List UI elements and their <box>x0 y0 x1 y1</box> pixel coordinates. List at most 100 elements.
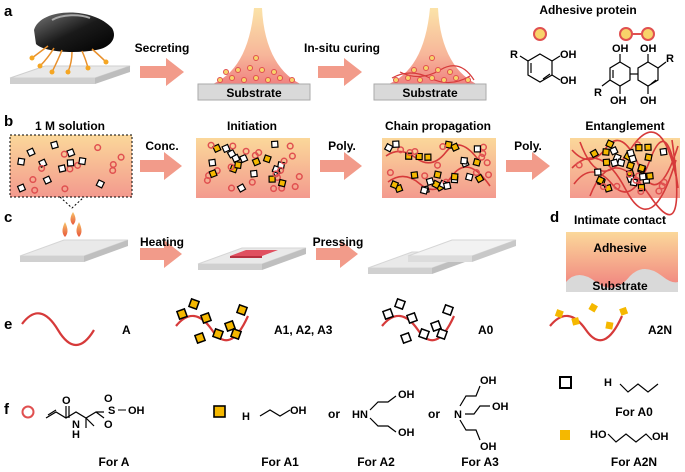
crosslinker-square <box>17 157 26 166</box>
panel-label-f: f <box>4 401 10 418</box>
legend-A1A2A3: A1, A2, A3 <box>175 297 333 345</box>
crosslinker-square <box>415 152 423 161</box>
arrow-conc: Conc. <box>140 139 182 180</box>
panel-label-b: b <box>4 113 13 130</box>
crosslinker-square <box>95 179 106 189</box>
slide-1 <box>19 239 129 262</box>
adhesive-label: Adhesive <box>593 241 647 255</box>
monomer-circle <box>227 184 236 192</box>
panel-label-a: a <box>4 3 13 20</box>
crosslinker-square <box>659 147 668 156</box>
initiation-label: Initiation <box>227 119 277 133</box>
chem-hn-a2: HN <box>352 409 368 421</box>
monomer-circle <box>94 144 102 152</box>
crosslinker-square <box>389 180 400 190</box>
solution-label: 1 M solution <box>35 119 105 133</box>
crosslinker-square <box>405 152 413 160</box>
side-group-square <box>229 327 243 341</box>
monomer-circle <box>109 160 117 169</box>
crosslinker-square <box>66 148 76 158</box>
intimate-contact-title: Intimate contact <box>574 213 666 227</box>
label-a: A <box>122 323 131 337</box>
monomer-circle <box>433 161 442 169</box>
dicatechol-structure <box>601 54 667 94</box>
crosslinker-square <box>433 170 442 179</box>
chem-ho-a2n: HO <box>590 429 607 441</box>
side-group-square <box>193 331 207 345</box>
monomer-circle <box>295 173 303 181</box>
monomer-circle <box>255 149 263 157</box>
chem-oh-a3c: OH <box>480 441 497 453</box>
crosslinker-square <box>473 145 481 153</box>
polymer-chain-icon <box>21 312 95 347</box>
chem-h2n-a0: H <box>604 377 612 389</box>
crosslinker-square <box>16 183 27 193</box>
crosslinker-square <box>392 140 400 148</box>
secreted-adhesive-1: Substrate <box>197 8 311 101</box>
chem-oh-a3b: OH <box>492 401 509 413</box>
chem-oh-a3a: OH <box>480 375 497 387</box>
chem-o-a2: O <box>104 393 113 405</box>
monomer-circle <box>31 186 39 194</box>
crosslinker-square <box>472 157 482 167</box>
side-group-square <box>235 303 249 317</box>
side-group-square <box>405 311 419 325</box>
monomer-circle <box>272 170 280 178</box>
chem-h2n-a1: H <box>242 411 250 423</box>
monomer-circle <box>117 153 125 161</box>
crosslinker-square <box>635 144 643 152</box>
intimate-contact-diagram: Intimate contact Adhesive Substrate <box>566 213 678 293</box>
chem-oh-a: OH <box>128 405 145 417</box>
substrate-label-d: Substrate <box>592 279 648 293</box>
monomer-circle <box>478 153 486 161</box>
chem-oh-1: OH <box>560 49 577 61</box>
chem-oh-6: OH <box>640 95 657 107</box>
monomer-circle <box>575 161 583 169</box>
crosslinker-square <box>226 148 237 159</box>
crosslinker-square <box>262 154 272 164</box>
side-group-square <box>429 319 443 333</box>
for-a2-label: For A2 <box>357 455 395 469</box>
monomer-circle <box>291 183 299 191</box>
chem-oh-2: OH <box>560 75 577 87</box>
monomer-circle <box>229 142 237 150</box>
monomer-circle <box>406 148 414 157</box>
arrow-pressing: Pressing <box>313 235 363 268</box>
initiation-box: Initiation <box>196 119 310 198</box>
arrow-poly-1-label: Poly. <box>328 139 356 153</box>
legend-A: A <box>21 312 131 347</box>
monomer-circle <box>479 149 487 158</box>
side-group-square <box>417 327 431 341</box>
arrow-poly-1: Poly. <box>320 139 362 180</box>
crosslinker-square <box>610 158 619 168</box>
crosslinker-square <box>460 156 469 165</box>
chem-oh-a1: OH <box>290 405 307 417</box>
propagation-label: Chain propagation <box>385 119 491 133</box>
crosslinker-square <box>78 156 87 166</box>
monomer-circle <box>248 178 256 186</box>
arrow-conc-label: Conc. <box>145 139 178 153</box>
crosslinker-square <box>602 158 611 167</box>
monomer-circle <box>613 182 621 190</box>
chem-oh-4: OH <box>640 43 657 55</box>
crosslinker-square <box>442 181 452 191</box>
side-group-square <box>399 331 413 345</box>
entanglement-box: Entanglement <box>570 119 680 216</box>
cured-adhesive: Substrate <box>373 8 487 101</box>
monomer-circle <box>280 157 288 165</box>
crosslinker-square <box>594 168 602 176</box>
monomer-circle <box>288 152 296 160</box>
monomer-A1-legend: H OH For A1 <box>213 405 307 469</box>
chem-oh-3: OH <box>612 43 629 55</box>
crosslinker-square <box>383 142 394 153</box>
chem-oh-a2a: OH <box>398 389 415 401</box>
chem-n-a: N <box>72 419 80 431</box>
legend-A2N: A2N <box>549 302 672 342</box>
chem-n-a3: N <box>454 409 462 421</box>
monomer-circle <box>658 182 666 190</box>
crosslinker-square <box>236 183 247 193</box>
crosslinker-square <box>644 153 653 162</box>
monomer-A-legend: O N H S O O OH For A <box>21 393 145 469</box>
crosslinker-square <box>589 148 600 159</box>
